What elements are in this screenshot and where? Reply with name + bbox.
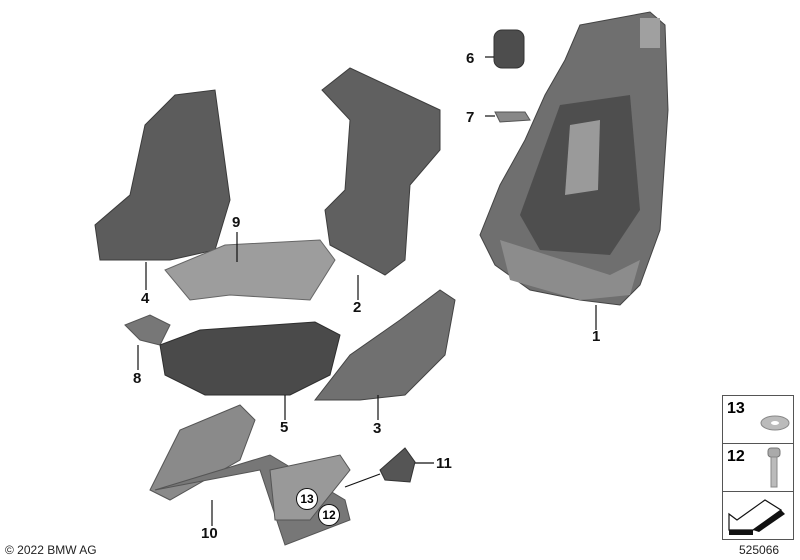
part-3-side-trim[interactable] xyxy=(313,289,456,401)
callout-13-circled: 13 xyxy=(296,488,318,510)
callout-11: 11 xyxy=(436,455,452,472)
part-10-seat-rails[interactable] xyxy=(149,404,351,546)
copyright: © 2022 BMW AG xyxy=(5,543,97,557)
callout-12-circled: 12 xyxy=(318,504,340,526)
callout-3: 3 xyxy=(373,420,382,437)
callout-1: 1 xyxy=(592,328,601,345)
part-2-back-cushion[interactable] xyxy=(321,67,441,276)
callout-4: 4 xyxy=(141,290,150,307)
callout-7: 7 xyxy=(466,109,475,126)
callout-2: 2 xyxy=(353,299,362,316)
legend-item-12: 12 xyxy=(723,444,793,492)
callout-8: 8 xyxy=(133,370,142,387)
legend-item-13: 13 xyxy=(723,396,793,444)
part-6-pad[interactable] xyxy=(493,29,525,69)
callout-9: 9 xyxy=(232,214,241,231)
diagram-id: 525066 xyxy=(739,543,780,557)
callout-6: 6 xyxy=(466,50,475,67)
arrow-icon xyxy=(728,499,785,535)
part-4-side-bolster[interactable] xyxy=(94,89,231,261)
callout-5: 5 xyxy=(280,419,289,436)
legend-item-arrow xyxy=(723,492,793,539)
parts-legend: 13 12 xyxy=(722,395,794,540)
washer-icon xyxy=(760,415,790,431)
part-11-cover[interactable] xyxy=(379,447,416,483)
part-8-cover[interactable] xyxy=(124,314,171,346)
part-7-clip[interactable] xyxy=(494,111,531,123)
part-1-seat-shell[interactable] xyxy=(479,11,669,306)
callout-10: 10 xyxy=(201,525,218,542)
screw-icon xyxy=(767,447,781,488)
part-5-seat-cushion[interactable] xyxy=(159,321,341,396)
part-9-heating-mat[interactable] xyxy=(164,239,336,301)
